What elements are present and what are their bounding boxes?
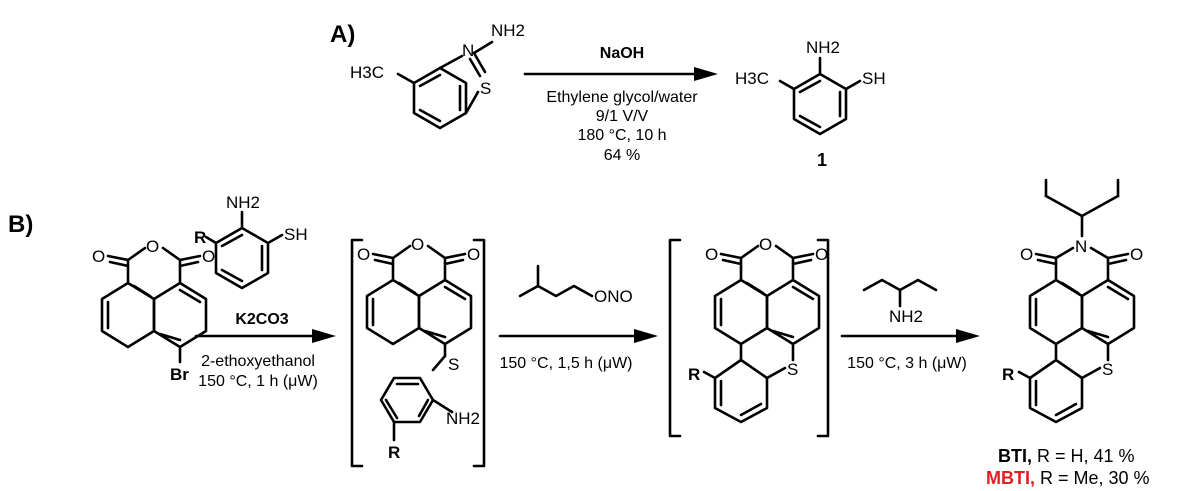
product-mbti-line: MBTI, R = Me, 30 % — [986, 468, 1150, 488]
aminothiophenol-structure — [778, 56, 862, 136]
condition-temperature: 180 °C, 10 h — [577, 127, 666, 144]
bromo-label: Br — [170, 365, 189, 384]
intermediate1-r: R — [388, 443, 400, 462]
intermediate2-r: R — [688, 365, 700, 384]
product-bti-line: BTI, R = H, 41 % — [998, 446, 1135, 466]
step1-temperature: 150 °C, 1 h (μW) — [198, 373, 318, 390]
intermediate1-amino: NH2 — [446, 409, 480, 428]
pentylamine-structure — [862, 278, 938, 308]
reagent-amino-label: NH2 — [226, 193, 260, 212]
intermediate1-sulfur: S — [448, 355, 459, 374]
product-methyl-label: H3C — [735, 69, 769, 88]
imide-o-left: O — [1020, 245, 1033, 264]
intermediate2-o-bridge: O — [759, 235, 772, 254]
intermediate2-o-left: O — [705, 245, 718, 264]
product-thiol-label: SH — [862, 69, 886, 88]
product-bti-yield: R = H, 41 % — [1032, 446, 1135, 466]
section-b-label: B) — [8, 211, 33, 238]
section-a-label: A) — [330, 21, 355, 48]
intermediate2-sulfur: S — [787, 360, 798, 379]
imide-sulfur: S — [1102, 360, 1113, 379]
reagent-thiol-label: SH — [284, 225, 308, 244]
nitrite-label: ONO — [594, 287, 633, 306]
intermediate1-o-right: O — [467, 245, 480, 264]
anhydride-o-bridge: O — [146, 237, 159, 256]
product-mbti-yield: R = Me, 30 % — [1035, 468, 1150, 488]
arrowhead-b2 — [634, 329, 658, 343]
isoamyl-nitrite-structure — [518, 264, 594, 298]
step3-conditions: 150 °C, 3 h (μW) — [847, 355, 967, 372]
imide-nitrogen: N — [1075, 237, 1087, 256]
condition-solvent: Ethylene glycol/water — [546, 89, 698, 106]
reagent-k2co3: K2CO3 — [235, 311, 288, 328]
reagent-naoh: NaOH — [600, 45, 644, 62]
intermediate2-o-right: O — [815, 245, 828, 264]
anhydride-o-right: O — [202, 247, 215, 266]
step1-solvent: 2-ethoxyethanol — [201, 353, 315, 370]
product-number: 1 — [817, 150, 827, 170]
methyl-label: H3C — [350, 63, 384, 82]
anhydride-o-left: O — [92, 247, 105, 266]
bromonaphthalic-anhydride-structure — [100, 246, 208, 364]
final-imide-structure — [1017, 178, 1136, 424]
arrowhead-a — [694, 67, 718, 81]
intermediate-anhydride-structure — [668, 238, 830, 438]
condition-yield: 64 % — [604, 147, 640, 164]
condition-ratio: 9/1 V/V — [596, 108, 649, 125]
ring-nitrogen-label: N — [462, 41, 474, 60]
amino-label: NH2 — [491, 21, 525, 40]
imide-r: R — [1002, 365, 1014, 384]
pentylamine-amino: NH2 — [889, 307, 923, 326]
aminothiophenol-reagent-structure — [204, 210, 284, 290]
product-bti-name: BTI, — [998, 446, 1032, 466]
intermediate1-o-bridge: O — [411, 235, 424, 254]
arrowhead-b3 — [956, 329, 980, 343]
product-amino-label: NH2 — [806, 38, 840, 57]
intermediate1-o-left: O — [357, 245, 370, 264]
ring-sulfur-label: S — [480, 79, 491, 98]
reagent-r-label: R — [194, 228, 206, 247]
imide-o-right: O — [1130, 245, 1143, 264]
intermediate-thioether-structure — [350, 238, 486, 468]
benzothiazole-structure — [396, 40, 494, 130]
step2-conditions: 150 °C, 1,5 h (μW) — [500, 355, 633, 372]
product-mbti-name: MBTI, — [986, 468, 1035, 488]
arrowhead-b1 — [312, 329, 336, 343]
